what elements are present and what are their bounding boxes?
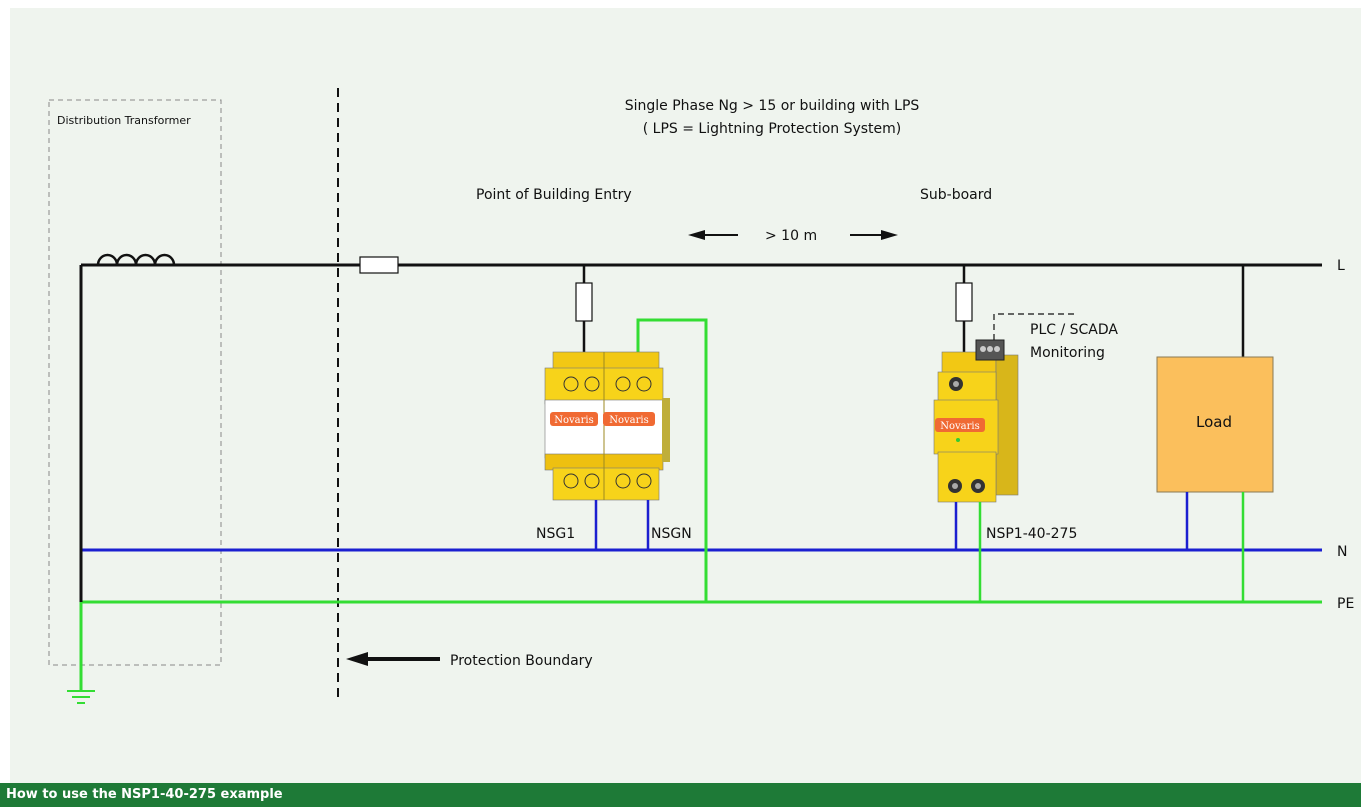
boundary-label: Protection Boundary [450, 653, 593, 669]
caption-bar: How to use the NSP1-40-275 example [0, 783, 1361, 807]
monitoring-terminal [975, 339, 1005, 361]
entry-label: Point of Building Entry [476, 187, 632, 203]
nsgn-earth-wire [636, 318, 708, 602]
wiring-diagram: Distribution Transformer Single Phase Ng… [10, 8, 1361, 783]
label-nsg1: NSG1 [536, 526, 575, 542]
diagram-title: Single Phase Ng > 15 or building with LP… [625, 98, 920, 114]
transformer-box [48, 99, 222, 666]
boundary-arrow-icon [346, 652, 440, 666]
monitoring-label-1: PLC / SCADA [1030, 322, 1118, 338]
entry-spd-fuse [575, 282, 593, 322]
distance-arrow-left [688, 230, 738, 240]
rail-l-label: L [1337, 258, 1345, 274]
label-nsp1: NSP1-40-275 [986, 526, 1077, 542]
brand-badge-nsg1: Novaris [554, 415, 594, 426]
transformer-label: Distribution Transformer [57, 114, 191, 127]
earth-ground-icon [67, 690, 95, 704]
entry-spd-device: Novaris Novaris [544, 351, 670, 501]
monitoring-label-2: Monitoring [1030, 345, 1105, 361]
subboard-spd-fuse [955, 282, 973, 322]
subboard-label: Sub-board [920, 187, 992, 203]
brand-badge-nsp1: Novaris [940, 421, 980, 432]
distance-arrow-right [850, 230, 898, 240]
load-box [1156, 356, 1274, 493]
subboard-spd-device: Novaris [933, 339, 1019, 503]
coil-icon [96, 253, 176, 266]
diagram-background [10, 8, 1361, 783]
load-label: Load [1196, 413, 1232, 431]
monitoring-lead [993, 313, 1076, 340]
distance-label: > 10 m [765, 228, 817, 244]
diagram-subtitle: ( LPS = Lightning Protection System) [643, 121, 902, 137]
rail-n-label: N [1337, 544, 1347, 560]
brand-badge-nsgn: Novaris [609, 415, 649, 426]
label-nsgn: NSGN [651, 526, 692, 542]
rail-pe-label: PE [1337, 596, 1354, 612]
main-fuse [359, 256, 399, 274]
